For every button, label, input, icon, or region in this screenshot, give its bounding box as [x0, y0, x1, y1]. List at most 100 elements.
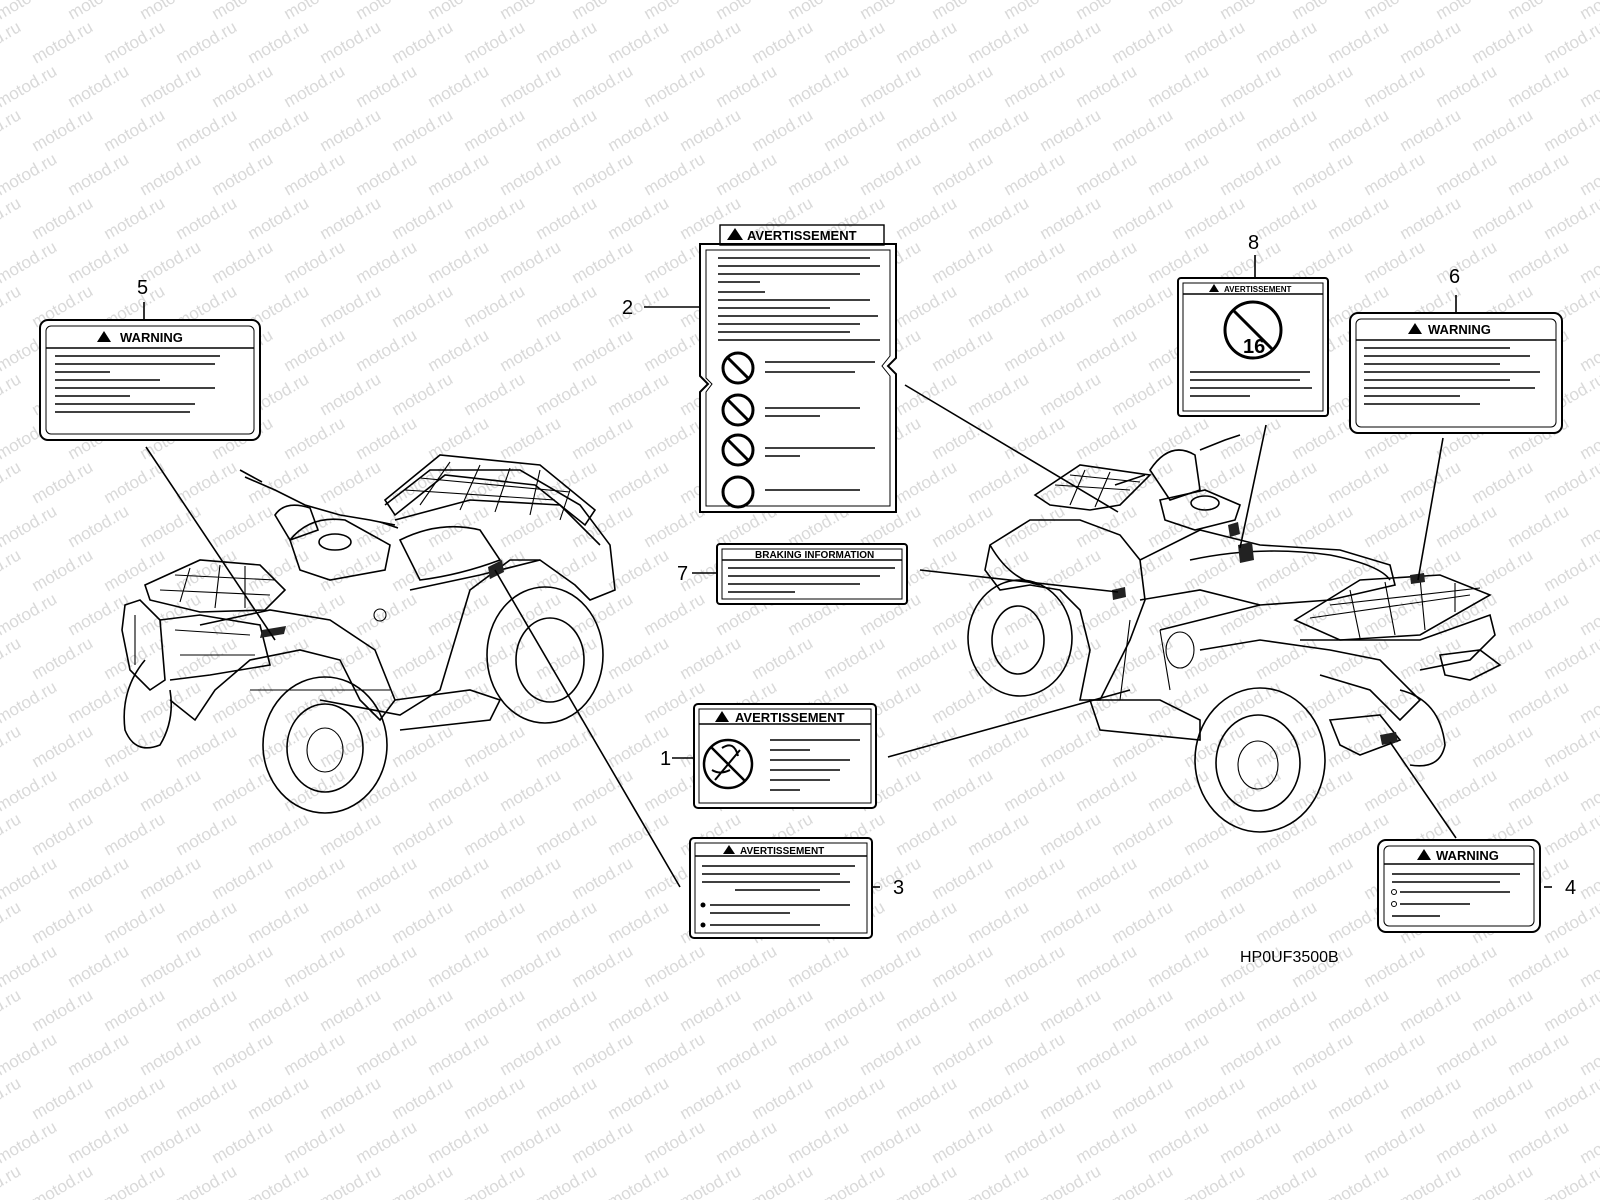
- watermark-text: motod.ru: [1289, 0, 1357, 23]
- watermark-text: motod.ru: [209, 677, 277, 727]
- watermark-text: motod.ru: [1577, 1029, 1600, 1079]
- watermark-text: motod.ru: [1181, 1073, 1249, 1123]
- watermark-text: motod.ru: [281, 677, 349, 727]
- watermark-text: motod.ru: [569, 1029, 637, 1079]
- watermark-text: motod.ru: [641, 61, 709, 111]
- watermark-text: motod.ru: [605, 193, 673, 243]
- watermark-text: motod.ru: [101, 105, 169, 155]
- watermark-text: motod.ru: [389, 369, 457, 419]
- watermark-text: motod.ru: [1145, 149, 1213, 199]
- callout-3: 3: [893, 877, 904, 899]
- watermark-text: motod.ru: [1145, 853, 1213, 903]
- watermark-text: motod.ru: [65, 677, 133, 727]
- watermark-text: motod.ru: [929, 1117, 997, 1167]
- watermark-text: motod.ru: [1217, 61, 1285, 111]
- callout-6: 6: [1449, 266, 1460, 288]
- watermark-text: motod.ru: [1505, 61, 1573, 111]
- watermark-text: motod.ru: [677, 1161, 745, 1200]
- watermark-text: motod.ru: [965, 193, 1033, 243]
- watermark-text: motod.ru: [281, 1029, 349, 1079]
- watermark-text: motod.ru: [173, 457, 241, 507]
- watermark-text: motod.ru: [749, 105, 817, 155]
- watermark-text: motod.ru: [1397, 633, 1465, 683]
- watermark-text: motod.ru: [353, 149, 421, 199]
- watermark-text: motod.ru: [749, 1073, 817, 1123]
- watermark-text: motod.ru: [533, 985, 601, 1035]
- watermark-text: motod.ru: [1001, 853, 1069, 903]
- watermark-text: motod.ru: [1361, 237, 1429, 287]
- watermark-text: motod.ru: [1037, 1161, 1105, 1200]
- watermark-text: motod.ru: [1325, 105, 1393, 155]
- watermark-text: motod.ru: [1109, 369, 1177, 419]
- watermark-text: motod.ru: [1037, 105, 1105, 155]
- watermark-text: motod.ru: [389, 633, 457, 683]
- label-3-avertissement: AVERTISSEMENT: [689, 837, 873, 939]
- watermark-text: motod.ru: [245, 1161, 313, 1200]
- warning-triangle-icon: [723, 845, 735, 854]
- watermark-text: motod.ru: [245, 105, 313, 155]
- watermark-text: motod.ru: [1073, 941, 1141, 991]
- watermark-text: motod.ru: [893, 985, 961, 1035]
- watermark-text: motod.ru: [929, 237, 997, 287]
- watermark-text: motod.ru: [0, 853, 60, 903]
- watermark-text: motod.ru: [1325, 193, 1393, 243]
- watermark-text: motod.ru: [641, 237, 709, 287]
- watermark-text: motod.ru: [0, 545, 24, 595]
- watermark-text: motod.ru: [1577, 61, 1600, 111]
- watermark-text: motod.ru: [1145, 61, 1213, 111]
- watermark-text: motod.ru: [1181, 193, 1249, 243]
- watermark-text: motod.ru: [0, 589, 60, 639]
- watermark-text: motod.ru: [353, 941, 421, 991]
- watermark-text: motod.ru: [533, 633, 601, 683]
- watermark-text: motod.ru: [1253, 1161, 1321, 1200]
- watermark-text: motod.ru: [317, 1161, 385, 1200]
- watermark-text: motod.ru: [1073, 853, 1141, 903]
- watermark-text: motod.ru: [1433, 1029, 1501, 1079]
- watermark-text: motod.ru: [173, 17, 241, 67]
- watermark-text: motod.ru: [173, 193, 241, 243]
- watermark-text: motod.ru: [749, 633, 817, 683]
- watermark-text: motod.ru: [1289, 413, 1357, 463]
- watermark-text: motod.ru: [209, 237, 277, 287]
- watermark-text: motod.ru: [425, 325, 493, 375]
- watermark-text: motod.ru: [569, 589, 637, 639]
- watermark-text: motod.ru: [209, 765, 277, 815]
- watermark-text: motod.ru: [929, 61, 997, 111]
- watermark-text: motod.ru: [65, 0, 133, 23]
- label-4-warning: WARNING: [1377, 839, 1541, 933]
- watermark-text: motod.ru: [1505, 149, 1573, 199]
- watermark-text: motod.ru: [65, 941, 133, 991]
- watermark-text: motod.ru: [281, 61, 349, 111]
- watermark-text: motod.ru: [461, 897, 529, 947]
- watermark-text: motod.ru: [1289, 61, 1357, 111]
- watermark-text: motod.ru: [1541, 545, 1600, 595]
- watermark-text: motod.ru: [1505, 765, 1573, 815]
- watermark-text: motod.ru: [1541, 809, 1600, 859]
- warning-triangle-icon: [727, 228, 743, 240]
- watermark-text: motod.ru: [461, 809, 529, 859]
- watermark-text: motod.ru: [1469, 193, 1537, 243]
- watermark-text: motod.ru: [353, 413, 421, 463]
- watermark-text: motod.ru: [497, 61, 565, 111]
- watermark-text: motod.ru: [425, 765, 493, 815]
- label-4-title: WARNING: [1436, 848, 1499, 863]
- watermark-text: motod.ru: [533, 105, 601, 155]
- label-1-title: AVERTISSEMENT: [735, 710, 845, 725]
- label-2-title: AVERTISSEMENT: [747, 228, 857, 243]
- watermark-text: motod.ru: [857, 149, 925, 199]
- watermark-text: motod.ru: [1577, 589, 1600, 639]
- watermark-text: motod.ru: [929, 677, 997, 727]
- watermark-text: motod.ru: [0, 17, 24, 67]
- watermark-text: motod.ru: [29, 457, 97, 507]
- watermark-text: motod.ru: [425, 941, 493, 991]
- watermark-text: motod.ru: [569, 677, 637, 727]
- watermark-text: motod.ru: [245, 721, 313, 771]
- watermark-text: motod.ru: [0, 237, 60, 287]
- watermark-text: motod.ru: [605, 633, 673, 683]
- watermark-text: motod.ru: [497, 1117, 565, 1167]
- watermark-text: motod.ru: [317, 633, 385, 683]
- watermark-text: motod.ru: [1541, 17, 1600, 67]
- callout-5: 5: [137, 277, 148, 299]
- watermark-text: motod.ru: [713, 61, 781, 111]
- label-1-avertissement: AVERTISSEMENT: [693, 703, 877, 809]
